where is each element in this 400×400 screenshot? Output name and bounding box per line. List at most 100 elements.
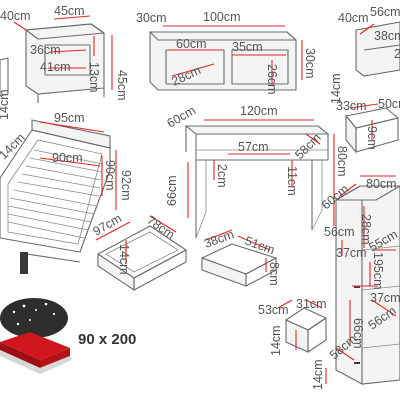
wardrobe-shelf-2 <box>361 285 400 291</box>
wardrobe-drawer-drawing: 53cm 31cm 14cm <box>258 297 327 356</box>
desk-side-dim <box>305 133 321 145</box>
wall-shelf-width-label: 56cm <box>370 5 400 19</box>
shelf-box-depth-dim <box>349 103 379 109</box>
partial-cabinet-left <box>0 57 9 97</box>
wardrobe-base-height-label: 14cm <box>311 359 325 390</box>
wardrobe-mid-height-label: 195cm <box>371 252 385 290</box>
desk-drawer-height-label: 2cm <box>215 164 229 188</box>
wardrobe-drawer-width-label: 31cm <box>296 297 327 311</box>
desk-inner-label: 57cm <box>238 140 269 154</box>
mattress-texture-circle <box>0 298 68 338</box>
tv-height-label: 30cm <box>303 48 317 79</box>
nightstand-height-label: 45cm <box>115 70 129 101</box>
wall-shelf-depth-dim <box>359 23 375 35</box>
desk-foot-right <box>311 209 323 231</box>
nightstand-width-dim <box>53 15 91 20</box>
bed-drawing: 95cm 90cm 92cm 90cm 14cm <box>0 111 133 274</box>
mattress-base <box>0 350 72 374</box>
wall-shelf-leg-label: 14cm <box>329 73 343 104</box>
nightstand-inner-label: 41cm <box>40 60 71 74</box>
wardrobe-top <box>335 185 400 201</box>
wardrobe-shelf-depth-label: 56cm <box>324 225 355 239</box>
wardrobe-mid-width-label: 37cm <box>370 291 400 305</box>
bed-drawer-width-label: 78cm <box>144 213 177 242</box>
desk-drawer-depth-label: 11cm <box>285 166 299 196</box>
wardrobe-base-depth-dim <box>335 347 355 361</box>
desk-drawer-drawing: 38cm 51cm 8cm <box>201 227 281 287</box>
wall-shelf-body <box>355 21 400 77</box>
desk-drawer-side <box>201 257 247 287</box>
desk-leg-label: 66cm <box>165 175 179 206</box>
shelf-box-inner-label: 33cm <box>336 99 367 113</box>
nightstand-top <box>25 23 105 40</box>
shelf-box-front <box>355 117 399 153</box>
wardrobe-drawing: 80cm 60cm 28cm 56cm 37cm 55cm 195cm 37cm… <box>311 175 400 390</box>
wardrobe-handle-1 <box>354 286 360 288</box>
wardrobe-drawer-front <box>307 317 327 353</box>
bed-leg-dark <box>20 252 28 274</box>
desk-drawer-depth-label: 38cm <box>202 227 236 251</box>
tv-diagonal-dim <box>171 63 215 77</box>
wardrobe-depth-dim <box>339 183 357 197</box>
bed-height-label: 92cm <box>119 170 133 201</box>
shelf-box-depth-label: 50cm <box>378 97 400 111</box>
mattress-drawing: 90 x 200 <box>0 298 136 374</box>
bed-inner-width-label: 90cm <box>52 151 83 165</box>
mattress-front <box>40 348 70 368</box>
tv-cabinet-right-compartment <box>231 49 289 85</box>
bed-drawer-height-label: 14cm <box>117 244 131 275</box>
desk-drawer-depth-dim <box>205 229 233 241</box>
wardrobe-drawer-depth-label: 53cm <box>258 303 289 317</box>
wardrobe-left-width-label: 37cm <box>336 246 367 260</box>
desk-foot-left <box>195 211 207 239</box>
wall-shelf-depth-label: 40cm <box>338 11 369 25</box>
bed-drawer-inner <box>105 231 179 273</box>
bed-drawer-depth-dim <box>95 221 131 241</box>
wardrobe-drawer-height-label: 14cm <box>269 325 283 356</box>
desk-height-label: 80cm <box>335 146 349 177</box>
wardrobe-drawer-width-dim <box>305 299 323 309</box>
wardrobe-handle-2 <box>354 362 360 364</box>
tv-cabinet-drawing: 100cm 30cm 60cm 35cm 28cm 30cm 26cm <box>136 10 317 95</box>
bed-drawer-drawing: 78cm 97cm 14cm <box>91 211 187 292</box>
nightstand-drawer-width-label: 36cm <box>30 43 61 57</box>
bed-base <box>19 252 81 263</box>
tv-cabinet-top <box>149 31 297 41</box>
wardrobe-shelf-1 <box>361 245 400 251</box>
bed-inner-width-dim <box>39 157 101 167</box>
bed-length-dim <box>39 121 105 133</box>
wardrobe-drawer-depth-dim <box>277 299 293 309</box>
tv-inner-right-label: 35cm <box>232 40 263 54</box>
mattress-size-label: 90 x 200 <box>78 331 136 348</box>
bed-slats <box>7 149 104 239</box>
nightstand-drawing: 45cm 40cm 45cm 36cm 13cm 41cm 14cm <box>0 4 129 120</box>
mattress-stars <box>12 302 56 326</box>
nightstand-depth-dim <box>13 21 27 31</box>
wardrobe-shelf-3 <box>361 343 400 349</box>
wardrobe-lower-right-dim <box>371 299 397 317</box>
desk-drawer-width-label: 51cm <box>243 234 277 258</box>
desk-drawer-width-dim <box>237 235 271 251</box>
desk-drawing: 120cm 60cm 57cm 2cm 11cm 66cm 80cm 58cm <box>165 103 349 239</box>
bed-frame <box>0 129 111 253</box>
nightstand-leg-label: 14cm <box>0 89 11 120</box>
nightstand-drawer <box>44 44 91 76</box>
wall-shelf-drawing: 40cm 56cm 38cm 2 14cm 33cm 50cm 9cm <box>329 5 400 154</box>
nightstand-drawer-dim <box>49 49 87 53</box>
wardrobe-drawer-side <box>285 319 309 353</box>
wall-shelf-divider <box>363 44 400 51</box>
desk-side-label: 58cm <box>292 131 324 163</box>
mattress-side <box>0 342 40 368</box>
wall-shelf-cut-label: 2 <box>394 47 400 61</box>
shelf-box-height-label: 9cm <box>365 126 379 150</box>
desk-apron <box>195 133 329 161</box>
desk-top <box>184 125 330 135</box>
bed-length-label: 95cm <box>54 111 85 125</box>
bed-drawer-front <box>133 249 187 291</box>
wardrobe-width-label: 80cm <box>366 177 397 191</box>
tv-width-label: 100cm <box>203 10 241 24</box>
nightstand-depth-label: 40cm <box>0 9 31 23</box>
bed-drawer-width-dim <box>149 215 177 233</box>
tv-inner-left-label: 60cm <box>176 37 207 51</box>
